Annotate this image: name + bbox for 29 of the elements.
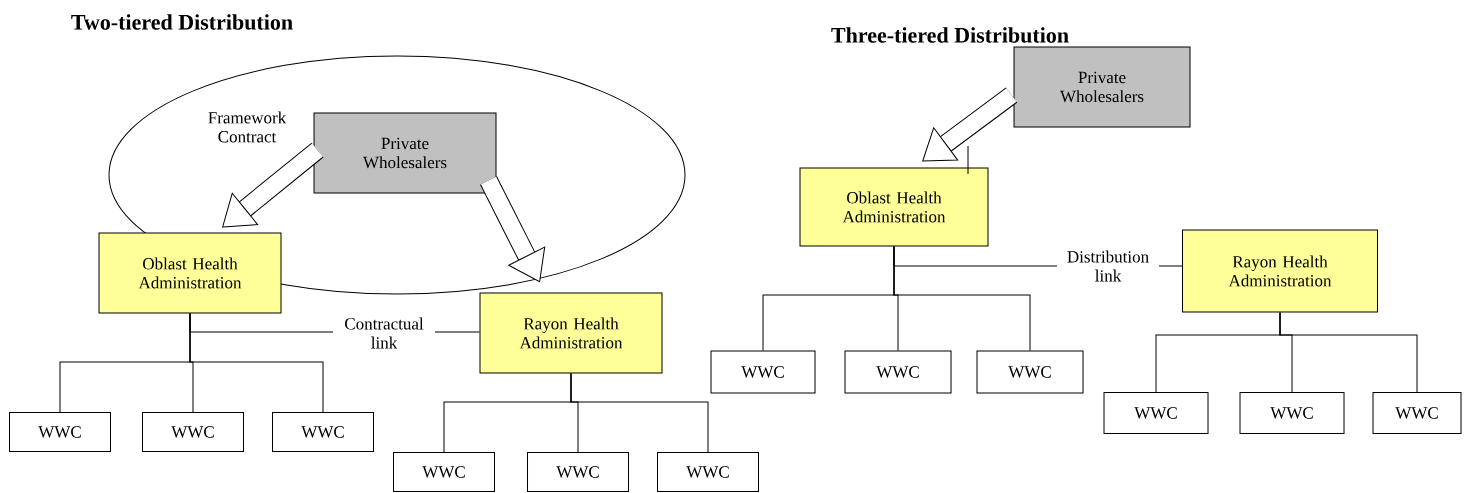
clinic-box: WWC (657, 452, 759, 492)
clinic-box: WWC (272, 412, 374, 452)
clinic-box: WWC (976, 350, 1084, 394)
clinic-box: WWC (1239, 392, 1345, 434)
clinic-box: WWC (1103, 392, 1209, 434)
heading: Three-tiered Distribution (831, 27, 1069, 43)
tree-connector (189, 313, 324, 413)
clinic-box: WWC (393, 452, 495, 492)
heading: Two-tiered Distribution (71, 14, 293, 30)
administration-box: Oblast Health Administration (98, 232, 282, 314)
tree-connector (893, 246, 1031, 351)
clinic-box: WWC (527, 452, 629, 492)
block-arrow (222, 142, 324, 228)
tree-connector (1279, 312, 1418, 393)
clinic-box: WWC (9, 412, 111, 452)
administration-box: Rayon Health Administration (1182, 229, 1378, 313)
clinic-box: WWC (844, 350, 952, 394)
block-arrow (922, 87, 1018, 162)
edge-label: Distribution link (1057, 249, 1159, 283)
wholesaler-box: Private Wholesalers (313, 112, 497, 194)
clinic-box: WWC (142, 412, 244, 452)
clinic-box: WWC (1372, 392, 1462, 434)
block-arrow (480, 176, 546, 283)
edge-label: Contractual link (333, 316, 435, 350)
clinic-box: WWC (710, 350, 816, 394)
administration-box: Oblast Health Administration (799, 167, 989, 247)
tree-connector (570, 373, 709, 453)
administration-box: Rayon Health Administration (479, 292, 663, 374)
wholesaler-box: Private Wholesalers (1013, 46, 1191, 128)
